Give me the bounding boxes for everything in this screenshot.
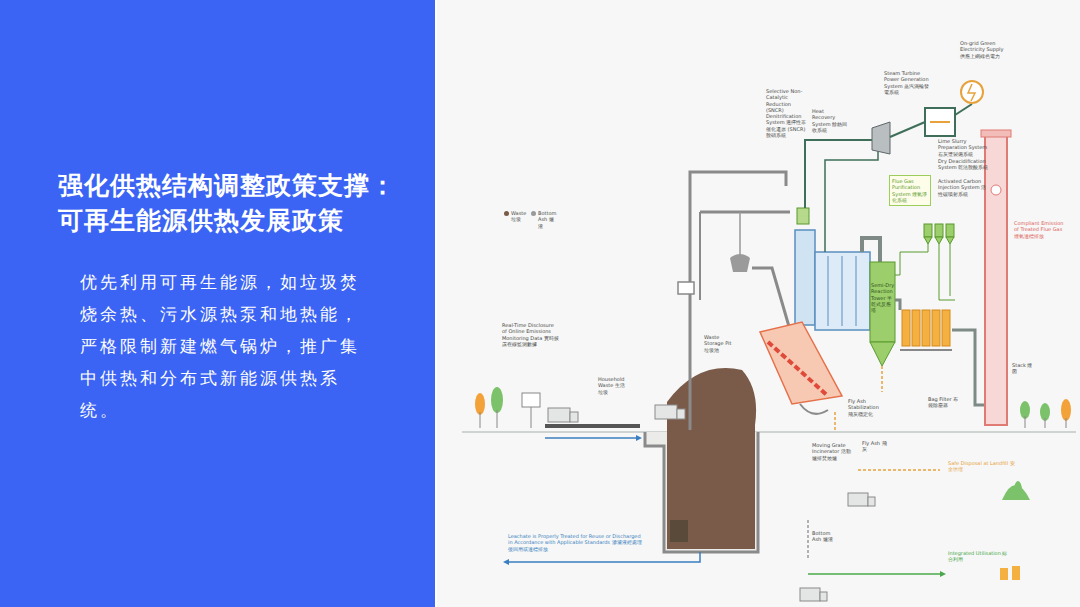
system-label: Heat Recovery System 餘熱回收系統 <box>812 108 848 133</box>
process-label: Fly Ash Stabilization 飛灰穩定化 <box>848 398 878 417</box>
output-label: On-grid Green Electricity Supply 供應上網綠色電… <box>960 40 1006 59</box>
system-label: Activated Carbon Injection System 活性碳噴射系… <box>938 178 988 197</box>
equipment-label: Moving Grate Incinerator 活動爐排焚燒爐 <box>812 442 852 461</box>
tower-label: Semi-Dry Reaction Tower 半乾式反應塔 <box>871 282 895 313</box>
ash-label: Bottom Ash 爐渣 <box>812 530 840 543</box>
body-text: 优先利用可再生能源，如垃圾焚烧余热、污水源热泵和地热能，严格限制新建燃气锅炉，推… <box>80 266 368 426</box>
legend-item: Bottom Ash 爐渣 <box>531 210 558 229</box>
pit-label: Waste Storage Pit 垃圾池 <box>704 334 734 353</box>
notice-label: Real-Time Disclosure of Online Emissions… <box>502 322 560 347</box>
system-label: Selective Non-Catalytic Reduction (SNCR)… <box>766 88 808 138</box>
disposal-label: Safe Disposal at Landfill 安全填埋 <box>948 460 1018 473</box>
utilisation-label: Integrated Utilisation 綜合利用 <box>948 550 1010 563</box>
legend-swatch <box>504 211 509 216</box>
source-label: Household Waste 生活垃圾 <box>598 376 628 395</box>
system-label: Steam Turbine Power Generation System 蒸汽… <box>884 70 934 95</box>
emission-label: Compliant Emission of Treated Flue Gas 煙… <box>1014 220 1066 239</box>
ash-label: Fly Ash 飛灰 <box>862 440 888 453</box>
leachate-label: Leachate is Properly Treated for Reuse o… <box>508 533 644 552</box>
box-label: Flue Gas Purification System 煙氣淨化系統 <box>892 178 928 203</box>
slide-heading: 强化供热结构调整政策支撑： 可再生能源供热发展政策 <box>58 168 428 238</box>
legend-item: Waste 垃圾 <box>504 210 531 223</box>
legend-text: Bottom Ash 爐渣 <box>538 210 558 229</box>
legend-swatch <box>531 211 536 216</box>
stack-label: Stack 煙囪 <box>1012 362 1036 375</box>
equipment-label: Bag Filter 布袋除塵器 <box>928 396 960 409</box>
flue-gas-box: Flue Gas Purification System 煙氣淨化系統 <box>889 175 931 206</box>
legend-text: Waste 垃圾 <box>511 210 531 223</box>
system-label: Lime Slurry Preparation System 石灰漿製備系統 <box>938 138 992 157</box>
title-panel: 强化供热结构调整政策支撑： 可再生能源供热发展政策优先利用可再生能源，如垃圾焚烧… <box>0 0 435 607</box>
system-label: Dry Deacidification System 乾法脫酸系統 <box>938 158 992 171</box>
